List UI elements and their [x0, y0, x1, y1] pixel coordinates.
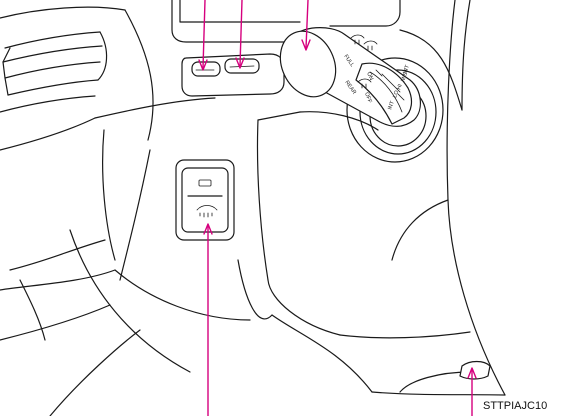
- figure-reference-code: STTPIAJC10: [483, 400, 547, 412]
- stalk-mark-hi: HI: [396, 83, 404, 91]
- callout-arrow-left-switch: [198, 59, 208, 71]
- dashboard-outline: [0, 0, 506, 416]
- rear-wiper-icon: [196, 205, 218, 218]
- stalk-mark-on: ON: [365, 71, 374, 81]
- callout-line-left-switch: [202, 0, 206, 69]
- callout-line-wiper-stalk: [305, 0, 309, 49]
- callout-arrow-lower-lever: [467, 367, 477, 379]
- lower-right-lever: [459, 360, 491, 380]
- windshield-washer-icon-2: [363, 40, 378, 51]
- center-small-switch[interactable]: [224, 58, 260, 74]
- stalk-mark-off: OFF: [363, 92, 373, 105]
- stalk-mark-mist: MIST: [400, 68, 410, 83]
- indicator-lamp-icon: [198, 179, 212, 187]
- upper-switch-cluster: [181, 53, 285, 97]
- callout-lines: [198, 0, 477, 416]
- windshield-washer-icon: [350, 34, 365, 45]
- rear-wiper-stalk-icon: [357, 78, 372, 89]
- callout-line-center-switch: [239, 0, 243, 67]
- stalk-mark-int: INT: [402, 64, 411, 75]
- air-vent: [0, 31, 108, 113]
- callout-arrow-defogger-switch: [203, 223, 213, 235]
- wiper-stalk[interactable]: FULL ON OFF REAR LO HI MIST INT INT: [270, 22, 444, 163]
- rear-defogger-switch[interactable]: [175, 159, 235, 241]
- callout-arrow-wiper-stalk: [301, 39, 311, 51]
- callout-arrow-center-switch: [235, 57, 245, 69]
- stalk-mark-lo: LO: [392, 89, 400, 99]
- stalk-mark-int-2: INT: [387, 100, 396, 111]
